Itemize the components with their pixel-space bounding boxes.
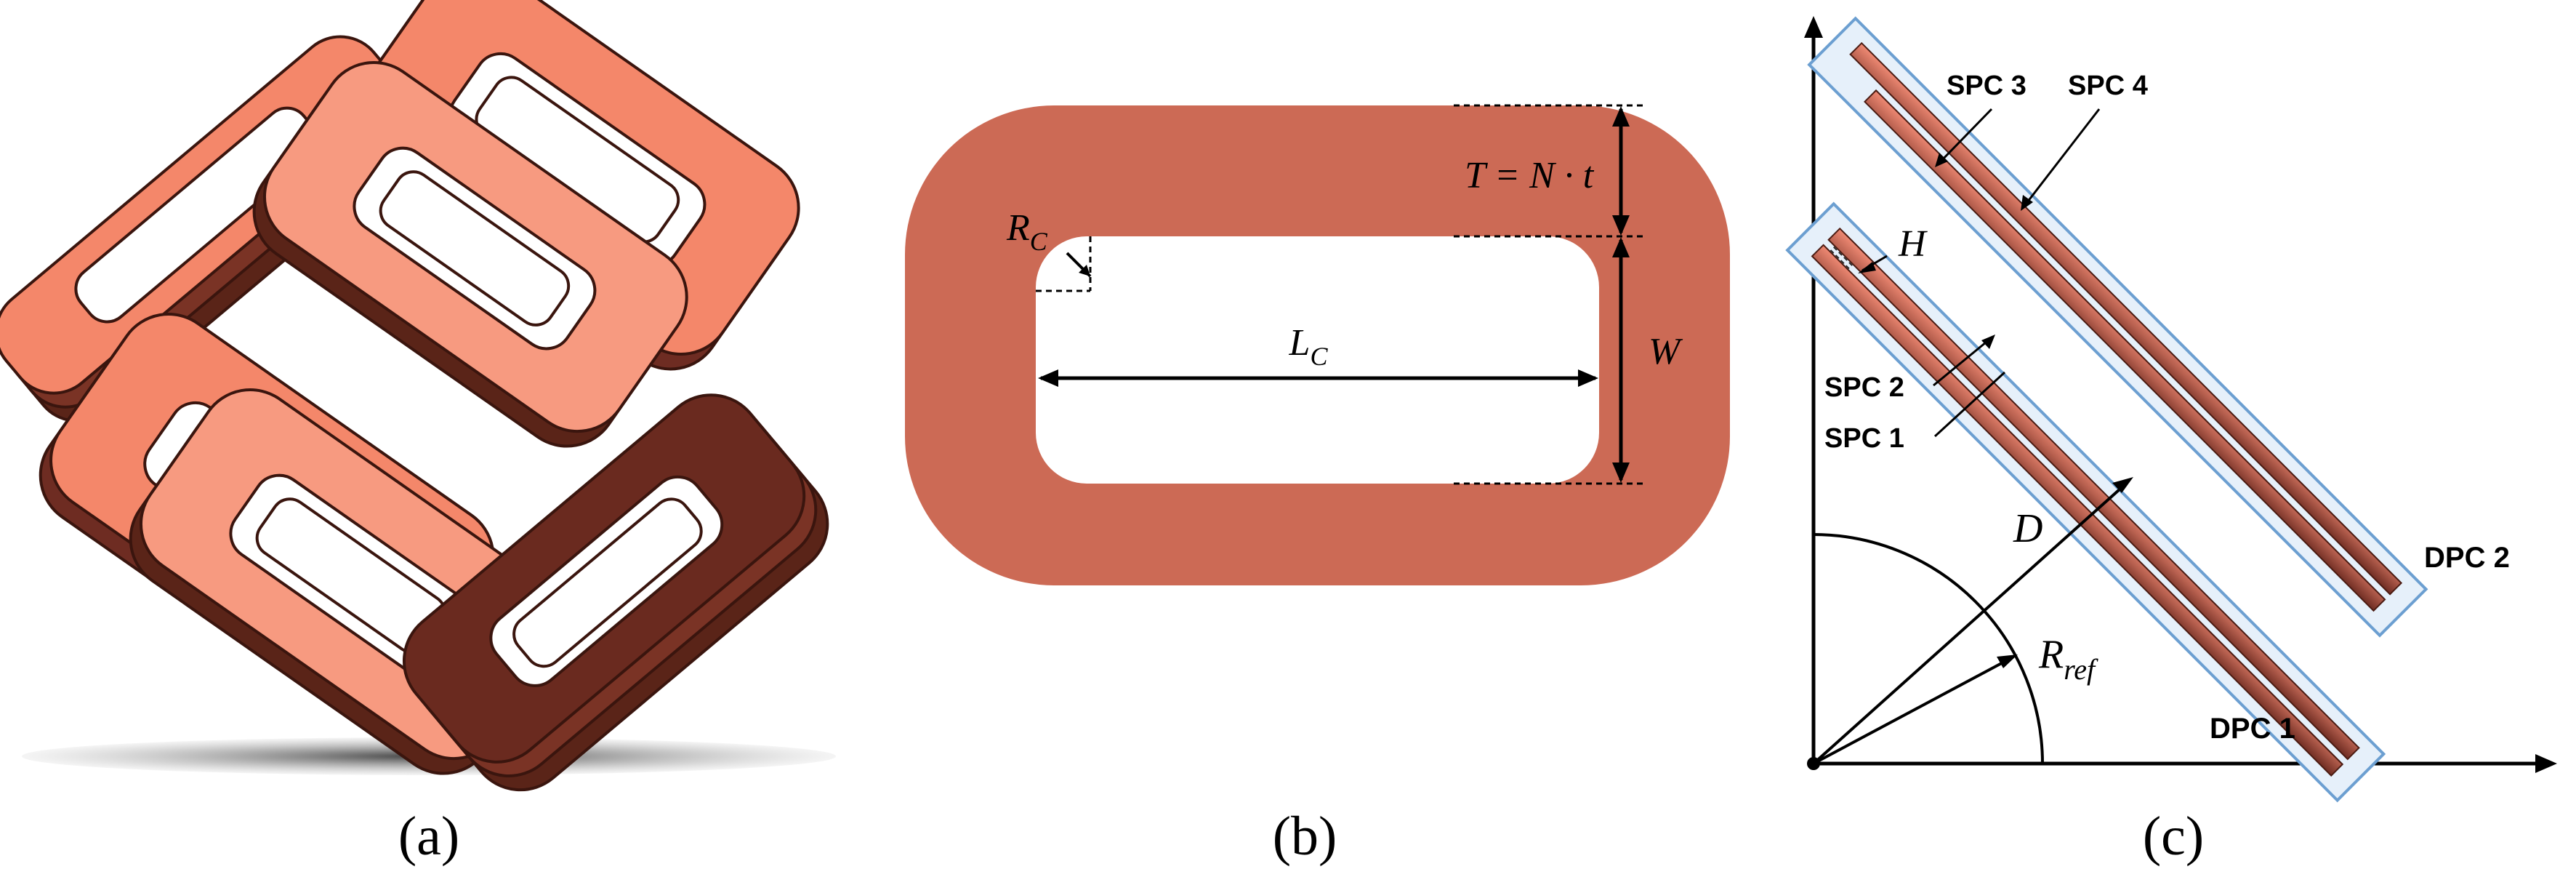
lc-arrowhead-left [1038, 369, 1058, 387]
dpc1-assembly [1785, 201, 2386, 803]
h-label: H [1898, 223, 1928, 265]
spc4-strip [1864, 89, 2386, 612]
dpc1-box [1785, 201, 2386, 803]
w-arrowhead-bottom [1612, 462, 1630, 483]
racetrack-coil-opening [1036, 236, 1599, 484]
h-gap-dash-2 [1830, 249, 1852, 271]
d-arrow-line [1812, 482, 2128, 765]
panel-a-coil-assembly [0, 0, 836, 792]
coil-upper-right-front [252, 60, 688, 448]
t-formula-label: T = N · t [1465, 155, 1595, 196]
rc-arrowhead [1079, 265, 1090, 276]
dpc2-box [1807, 16, 2428, 638]
panel-b-racetrack: RC LC T = N · t W [905, 104, 1730, 585]
coil-lower-right [402, 393, 829, 792]
rref-arrow-line [1813, 657, 2011, 765]
spc3-strip [1849, 41, 2403, 596]
d-arrowhead [2112, 477, 2133, 493]
dpc2-assembly [1807, 16, 2428, 638]
spc1-strip [1811, 244, 2344, 777]
x-axis-arrowhead [2535, 754, 2557, 773]
d-label: D [2013, 506, 2042, 551]
lc-arrowhead-right [1578, 369, 1598, 387]
h-arrowhead [1858, 262, 1876, 273]
rref-arc [1813, 533, 2044, 764]
w-label: W [1649, 331, 1683, 372]
y-axis-arrowhead [1804, 16, 1823, 38]
w-arrowhead-top [1612, 237, 1630, 257]
panel-c-label: (c) [2143, 806, 2204, 867]
spc2-label: SPC 2 [1824, 372, 1904, 403]
lc-label: LC [1289, 322, 1329, 371]
panel-c-cross-section: D Rref H SPC 3 SPC 4 SPC 2 SPC 1 DPC 1 D… [1785, 16, 2557, 803]
rref-label: Rref [2038, 632, 2098, 686]
spc4-arrowhead [2021, 195, 2033, 211]
spc2-arrowhead [1981, 335, 1995, 349]
spc1-leader [1933, 371, 2006, 438]
spc2-leader [1933, 337, 1991, 387]
t-arrowhead-top [1612, 106, 1630, 127]
spc1-label: SPC 1 [1824, 423, 1904, 454]
spc2-strip [1827, 227, 2360, 761]
rref-arrowhead [1997, 654, 2018, 668]
spc3-label: SPC 3 [1947, 71, 2026, 101]
spc3-arrowhead [1935, 153, 1948, 167]
spc4-leader [2024, 108, 2101, 206]
rc-label: RC [1006, 207, 1048, 256]
spc3-leader [1938, 108, 1993, 164]
panel-a-label: (a) [398, 806, 459, 867]
panel-b-label: (b) [1273, 806, 1337, 867]
spc4-label: SPC 4 [2068, 71, 2148, 101]
t-arrowhead-bottom [1612, 215, 1630, 236]
dpc1-label: DPC 1 [2210, 713, 2295, 745]
dpc2-label: DPC 2 [2424, 542, 2510, 574]
h-gap-dash-1 [1833, 246, 1855, 268]
